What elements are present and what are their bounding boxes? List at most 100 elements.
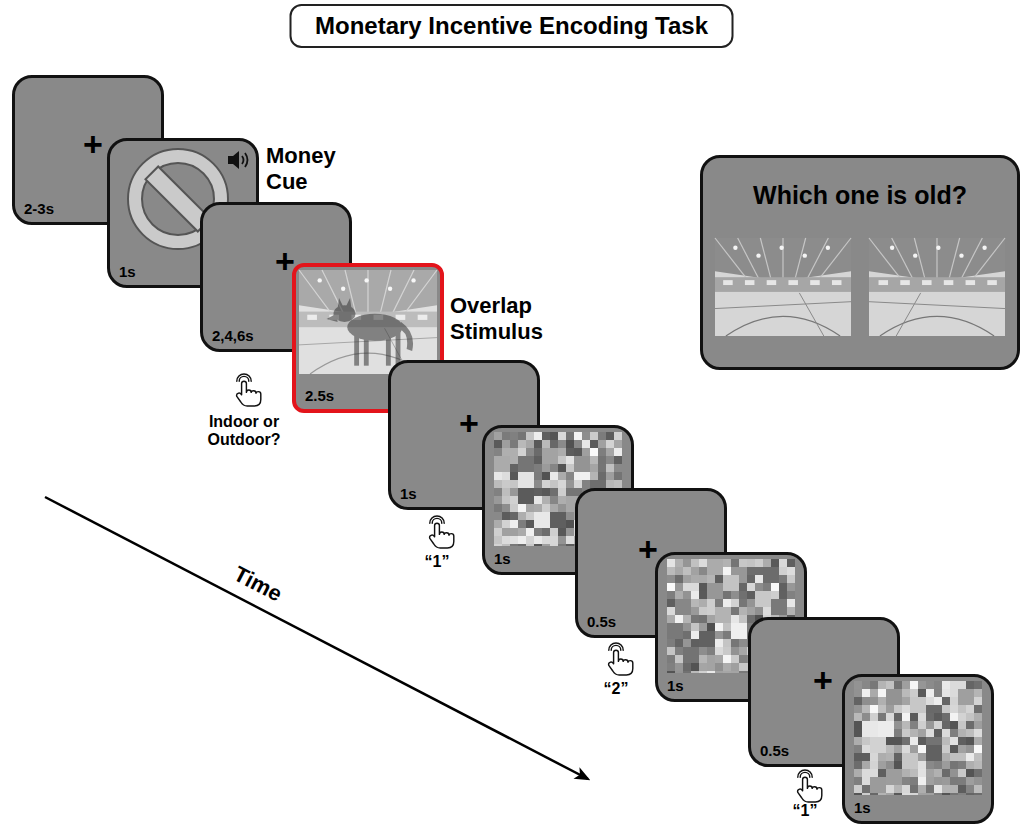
mask-tile — [558, 496, 566, 504]
mask-tile — [878, 681, 886, 689]
wall-window — [723, 280, 733, 285]
mask-block — [763, 567, 779, 583]
mask-block — [926, 745, 942, 761]
mask-tile — [606, 432, 614, 440]
mask-tile — [854, 785, 862, 793]
mask-tile — [699, 607, 707, 615]
mask-tile — [526, 544, 534, 546]
mask-tile — [614, 448, 622, 456]
mask-block — [870, 777, 886, 793]
mask-tile — [715, 575, 723, 583]
mask-tile — [787, 607, 795, 615]
mask-tile — [755, 583, 763, 591]
mask-tile — [566, 440, 574, 448]
court-line — [869, 302, 1005, 309]
mask-tile — [878, 705, 886, 713]
mask-tile — [667, 559, 675, 567]
mask-tile — [510, 480, 518, 488]
mask-tile — [566, 432, 574, 440]
mask-tile — [958, 785, 966, 793]
mask-tile — [974, 681, 982, 689]
mask-tile — [518, 528, 526, 536]
gym-photo-inner — [715, 238, 851, 336]
mask-tile — [502, 504, 510, 512]
mask-block — [715, 607, 731, 623]
mask-tile — [950, 761, 958, 769]
mask-tile — [779, 567, 787, 575]
mask-tile — [870, 713, 878, 721]
mask-tile — [542, 440, 550, 448]
ceiling-beam — [949, 238, 959, 278]
mask-tile — [566, 520, 574, 528]
mask-tile — [747, 591, 755, 599]
mask-tile — [731, 591, 739, 599]
mask-tile — [918, 753, 926, 761]
mask-tile — [910, 793, 918, 795]
mask-tile — [862, 785, 870, 793]
mask-tile — [723, 631, 731, 639]
mask-tile — [614, 472, 622, 480]
mask-tile — [699, 663, 707, 671]
mask-tile — [691, 671, 699, 673]
mask-tile — [691, 663, 699, 671]
mask-tile — [558, 440, 566, 448]
ceiling-beam — [869, 238, 900, 278]
mask-tile — [534, 536, 542, 544]
wall-window — [879, 280, 889, 285]
mask-tile — [918, 793, 926, 795]
mask-tile — [558, 464, 566, 472]
mask-tile — [747, 607, 755, 615]
mask-tile — [739, 607, 747, 615]
mask-tile — [894, 737, 902, 745]
ceiling-light — [779, 246, 783, 250]
mask-tile — [502, 496, 510, 504]
mask-tile — [731, 615, 739, 623]
mask-tile — [779, 575, 787, 583]
mask-tile — [582, 480, 590, 488]
mask-tile — [606, 464, 614, 472]
speaker-body — [228, 151, 239, 169]
mask-block — [550, 512, 566, 528]
wall-window — [810, 280, 820, 285]
mask-tile — [723, 559, 731, 567]
gym-photo — [299, 270, 437, 374]
mask-tile — [862, 681, 870, 689]
mask-tile — [942, 761, 950, 769]
mask-tile — [910, 737, 918, 745]
ceiling-light — [733, 246, 737, 250]
mask-block — [542, 448, 558, 464]
mask-tile — [683, 591, 691, 599]
mask-tile — [566, 456, 574, 464]
mask-tile — [502, 472, 510, 480]
mask-tile — [542, 472, 550, 480]
mask-tile — [675, 591, 683, 599]
mask-tile — [707, 655, 715, 663]
mask-tile — [910, 721, 918, 729]
mask-tile — [966, 713, 974, 721]
mask-tile — [675, 671, 683, 673]
mask-tile — [510, 512, 518, 520]
duration-label: 2.5s — [305, 388, 334, 405]
mask-tile — [958, 737, 966, 745]
mask-tile — [950, 753, 958, 761]
mask-tile — [494, 488, 502, 496]
mask-tile — [894, 681, 902, 689]
mask-tile — [566, 448, 574, 456]
mask-tile — [894, 705, 902, 713]
mask-tile — [699, 615, 707, 623]
mask-tile — [958, 793, 966, 795]
mask-tile — [683, 615, 691, 623]
mask-tile — [974, 713, 982, 721]
mask-tile — [771, 559, 779, 567]
mask-tile — [526, 528, 534, 536]
mask-tile — [854, 737, 862, 745]
mask-tile — [902, 713, 910, 721]
ceiling-beam — [782, 238, 783, 278]
mask-tile — [779, 591, 787, 599]
mask-tile — [550, 440, 558, 448]
gym-photo-inner — [869, 238, 1005, 336]
sound-wave — [245, 153, 248, 167]
mask-tile — [526, 536, 534, 544]
mask-tile — [926, 697, 934, 705]
mask-tile — [558, 536, 566, 544]
